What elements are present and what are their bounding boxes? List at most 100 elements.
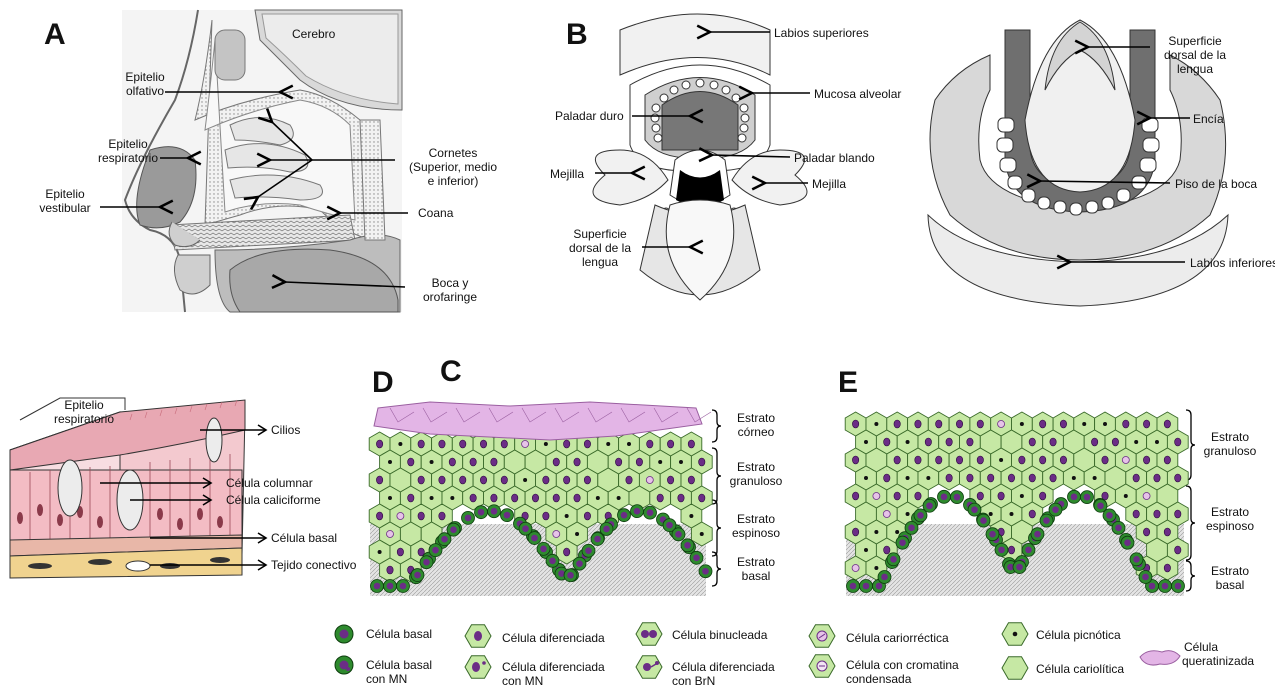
panel-letter-a: A xyxy=(44,18,66,52)
basal-cell-nucleus xyxy=(915,515,922,522)
basal-cell xyxy=(1133,558,1146,571)
keratin-cell xyxy=(588,408,612,422)
cell-nucleus xyxy=(1154,474,1160,482)
pyknotic-nucleus xyxy=(606,442,610,446)
legend-micronucleus xyxy=(346,667,350,671)
cell-nucleus xyxy=(688,476,694,484)
basal-cell xyxy=(475,506,488,519)
cell-nucleus xyxy=(439,476,445,484)
epithelial-cell xyxy=(587,450,608,474)
label-line: Célula xyxy=(1182,640,1254,654)
basal-cell xyxy=(995,543,1008,556)
legend-celula-basal-mn: Célula basal con MN xyxy=(366,658,432,686)
epithelial-cell xyxy=(1136,520,1157,544)
legend-diferenciada-brn: Célula diferenciada con BrN xyxy=(672,660,775,688)
cell-nucleus xyxy=(553,494,559,502)
epithelial-cell xyxy=(876,538,897,562)
pyknotic-nucleus xyxy=(544,442,548,446)
basal-cell-nucleus xyxy=(889,559,896,566)
epithelial-cell xyxy=(536,432,557,456)
basal-cell xyxy=(438,533,451,546)
karyorrhectic-nucleus xyxy=(883,511,890,518)
pyknotic-nucleus xyxy=(523,478,527,482)
basal-cell-nucleus xyxy=(890,556,897,563)
epithelial-cell xyxy=(1012,484,1033,508)
pyknotic-nucleus xyxy=(1082,422,1086,426)
basal-cell-nucleus xyxy=(400,583,407,590)
label-line: Estrato xyxy=(711,411,801,425)
basal-cell xyxy=(527,530,540,543)
basal-cell-nucleus xyxy=(1142,574,1149,581)
epithelial-cell xyxy=(1115,412,1136,436)
connective-tissue xyxy=(370,524,706,596)
epithelial-cell xyxy=(991,484,1012,508)
pyknotic-nucleus xyxy=(864,476,868,480)
epithelial-cell xyxy=(866,448,887,472)
epithelial-cell xyxy=(1001,466,1022,490)
basal-cell-nucleus xyxy=(1084,494,1091,501)
epithelial-cell xyxy=(1022,466,1043,490)
cell-nucleus xyxy=(511,494,517,502)
legend-cell-icon xyxy=(465,656,491,679)
epithelial-cell xyxy=(369,504,390,528)
basal-cell xyxy=(1172,580,1185,593)
epithelial-cell xyxy=(970,448,991,472)
epithelial-cell xyxy=(452,432,473,456)
cell-nucleus xyxy=(925,438,931,446)
cell-nucleus xyxy=(636,458,642,466)
basal-cell-nucleus xyxy=(899,539,906,546)
basal-cell-nucleus xyxy=(1133,556,1140,563)
epithelial-cell xyxy=(504,486,525,510)
epithelial-cell xyxy=(1136,412,1157,436)
basal-cell xyxy=(1081,491,1094,504)
basal-cell xyxy=(1004,561,1017,574)
label-line: Célula diferenciada xyxy=(502,660,605,674)
epithelial-cell xyxy=(660,432,681,456)
epithelial-cell xyxy=(876,430,897,454)
epithelial-cell xyxy=(629,486,650,510)
legend-nucleus xyxy=(817,661,827,671)
epithelial-cell xyxy=(411,540,432,564)
cell-nucleus xyxy=(1060,420,1066,428)
epithelial-cell xyxy=(380,450,401,474)
label-line: Superficie xyxy=(560,227,640,241)
cell-nucleus xyxy=(967,438,973,446)
cell-nucleus xyxy=(1123,420,1129,428)
karyorrhectic-nucleus xyxy=(1122,457,1129,464)
cell-nucleus xyxy=(501,476,507,484)
cell-nucleus xyxy=(418,548,424,556)
epithelial-cell xyxy=(546,486,567,510)
panel-letter-d: D xyxy=(372,366,394,400)
epithelial-cell xyxy=(1074,448,1095,472)
basal-cell xyxy=(371,580,384,593)
basal-cell xyxy=(644,506,657,519)
epithelial-cell xyxy=(1043,466,1064,490)
cell-nucleus xyxy=(491,494,497,502)
basal-cell-nucleus xyxy=(478,509,485,516)
basal-cell xyxy=(592,532,605,545)
basal-cell-nucleus xyxy=(585,547,592,554)
cell-nucleus xyxy=(1050,474,1056,482)
cell-nucleus xyxy=(936,420,942,428)
label-line: Cornetes xyxy=(398,146,508,160)
keratin-cell xyxy=(621,408,645,422)
legend-cell-icon xyxy=(1002,657,1028,680)
basal-cell xyxy=(886,556,899,569)
basal-cell xyxy=(1042,512,1055,525)
pyknotic-nucleus xyxy=(450,496,454,500)
pyknotic-nucleus xyxy=(906,512,910,516)
tissue-section-e xyxy=(845,412,1188,596)
basal-cell-nucleus xyxy=(1110,516,1117,523)
label-line: Estrato xyxy=(711,512,801,526)
epithelial-cell xyxy=(991,520,1012,544)
basal-cell-nucleus xyxy=(917,512,924,519)
cell-nucleus xyxy=(1091,438,1097,446)
basal-cell-nucleus xyxy=(1106,512,1113,519)
label-line: respiratorio xyxy=(88,151,168,165)
basal-cell xyxy=(878,570,891,583)
label-superficie-dorsal: Superficie dorsal de la lengua xyxy=(560,227,640,269)
epithelial-cell xyxy=(1147,430,1168,454)
basal-cell-nucleus xyxy=(504,512,511,519)
cell-nucleus xyxy=(852,456,858,464)
basal-cell xyxy=(1022,543,1035,556)
